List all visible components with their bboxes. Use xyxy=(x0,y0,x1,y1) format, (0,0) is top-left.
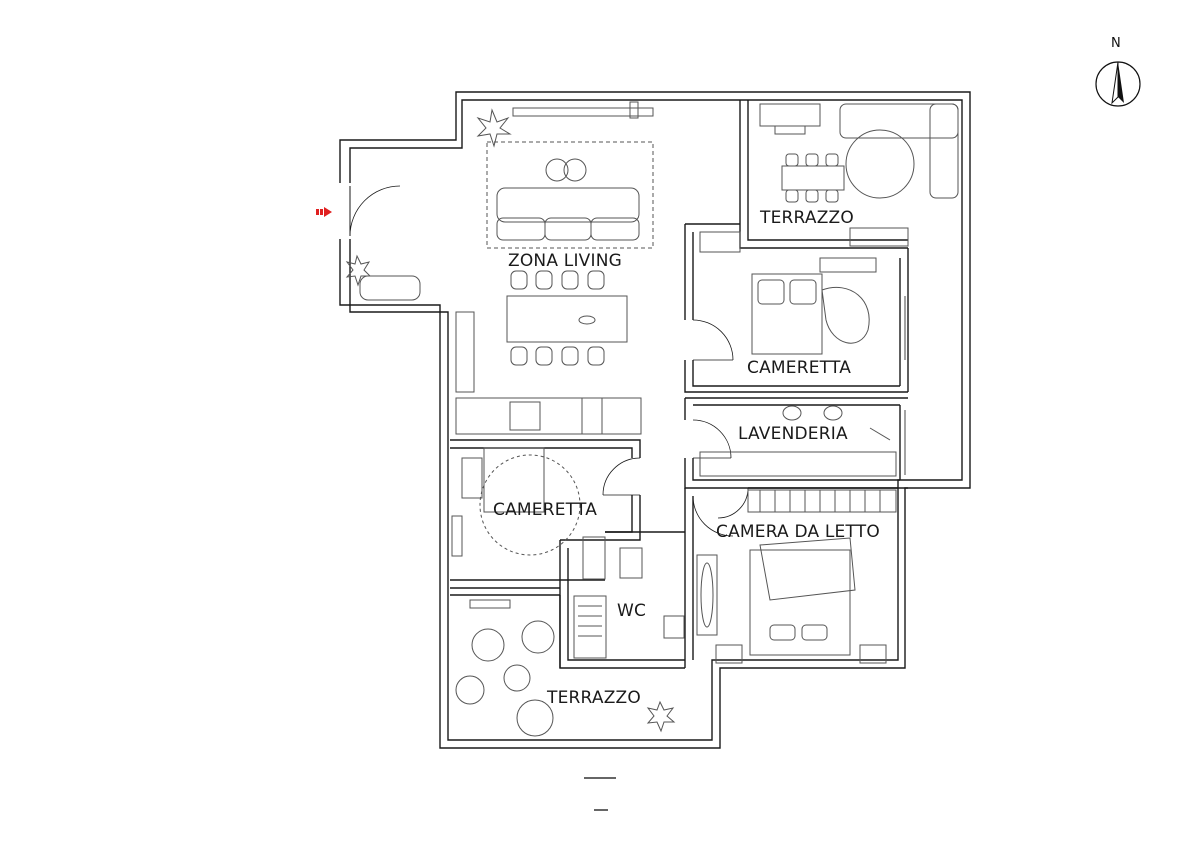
door-swings xyxy=(602,319,749,537)
cameretta-right-furniture xyxy=(699,231,877,355)
room-label-cameretta-right: CAMERETTA xyxy=(747,358,852,378)
entrance-arrow-icon xyxy=(316,207,332,217)
terrace-top-furniture xyxy=(759,103,959,247)
wc-fixtures xyxy=(573,547,685,659)
room-label-terrazzo-bottom: TERRAZZO xyxy=(547,688,641,708)
windows xyxy=(480,99,906,669)
room-label-zona-living: ZONA LIVING xyxy=(508,251,622,271)
bedroom-furniture xyxy=(696,489,897,664)
plants xyxy=(345,108,676,733)
terrace-bottom-furniture xyxy=(455,599,555,737)
interior-walls xyxy=(450,100,909,669)
room-label-terrazzo-top: TERRAZZO xyxy=(760,208,854,228)
cameretta-left-furniture xyxy=(451,447,606,580)
scale-bar xyxy=(584,777,616,811)
room-label-cameretta-left: CAMERETTA xyxy=(493,500,598,520)
north-label: N xyxy=(1111,36,1121,51)
entrance-door xyxy=(338,183,401,239)
room-label-lavanderia: LAVENDERIA xyxy=(738,424,848,444)
lavanderia-furniture xyxy=(699,405,897,477)
room-label-camera-da-letto: CAMERA DA LETTO xyxy=(716,522,880,542)
living-furniture xyxy=(359,101,654,435)
room-label-wc: WC xyxy=(617,601,647,621)
outer-walls xyxy=(339,91,971,749)
compass-north-arrow-icon xyxy=(1095,61,1141,107)
